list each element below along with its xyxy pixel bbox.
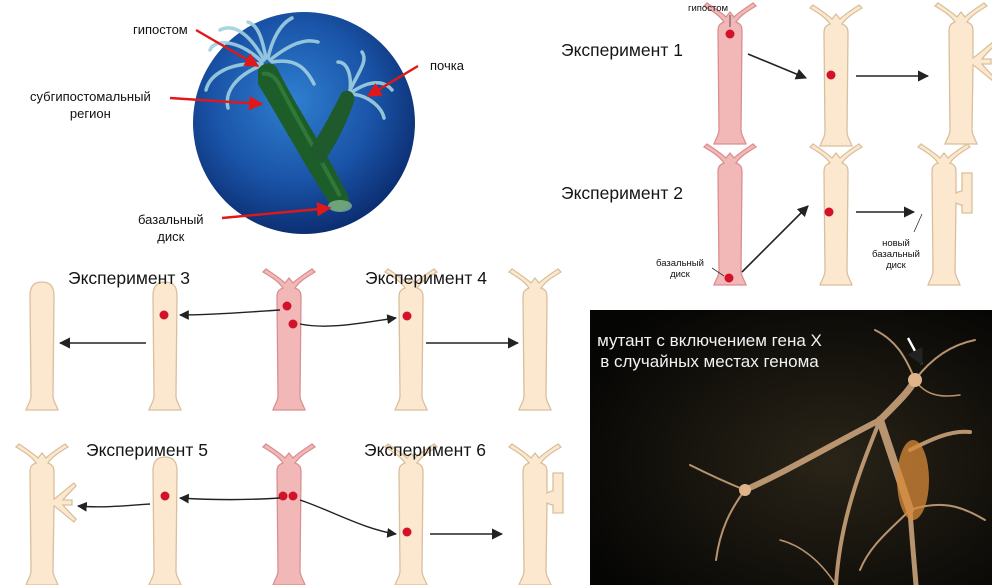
experiment-3-title: Эксперимент 3 bbox=[68, 268, 190, 289]
experiment-3-4-diagram bbox=[26, 269, 561, 410]
experiment-6-title: Эксперимент 6 bbox=[364, 440, 486, 461]
hydra-photo bbox=[170, 12, 418, 234]
experiment-1-diagram bbox=[704, 3, 992, 146]
mutant-caption: мутант с включением гена Х в случайных м… bbox=[597, 330, 822, 372]
photo-label-bud: почка bbox=[430, 58, 464, 73]
photo-label-hypostome: гипостом bbox=[133, 22, 188, 37]
exp-label-hypostome: гипостом bbox=[688, 3, 728, 14]
experiment-2-title: Эксперимент 2 bbox=[561, 183, 683, 204]
photo-label-subhypostomal: субгипостомальный регион bbox=[30, 88, 151, 122]
experiment-1-title: Эксперимент 1 bbox=[561, 40, 683, 61]
experiment-5-6-diagram bbox=[16, 444, 563, 585]
experiment-5-title: Эксперимент 5 bbox=[86, 440, 208, 461]
experiment-4-title: Эксперимент 4 bbox=[365, 268, 487, 289]
photo-label-basal-disc: базальный диск bbox=[138, 211, 204, 245]
exp-label-new-basal-disc: новый базальный диск bbox=[872, 238, 920, 271]
exp-label-basal-disc: базальный диск bbox=[656, 258, 704, 280]
experiment-2-diagram bbox=[704, 144, 972, 285]
